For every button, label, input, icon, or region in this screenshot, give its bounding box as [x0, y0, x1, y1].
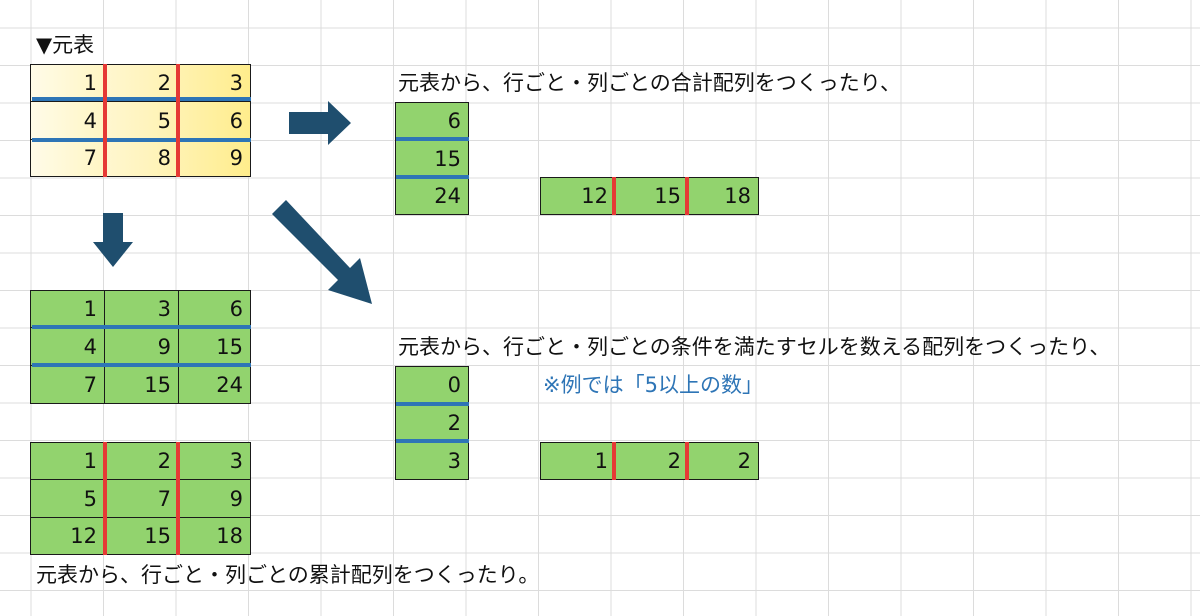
table-cell[interactable]: 1 — [540, 442, 616, 480]
column-separator-line — [685, 442, 689, 480]
row-separator-line — [396, 402, 469, 406]
count-condition-note: ※例では「5以上の数」 — [543, 373, 763, 397]
column-separator-line — [685, 177, 689, 215]
table-cell[interactable]: 7 — [30, 139, 105, 177]
count-array-caption: 元表から、行ごと・列ごとの条件を満たすセルを数える配列をつくったり、 — [398, 335, 1111, 359]
arrow-down-icon — [93, 213, 133, 267]
table-cell[interactable]: 6 — [178, 290, 251, 328]
table-cell[interactable]: 9 — [104, 327, 179, 366]
table-cell[interactable]: 2 — [395, 403, 469, 442]
table-cell[interactable]: 4 — [30, 101, 105, 140]
table-cell[interactable]: 3 — [178, 64, 251, 102]
table-cell[interactable]: 5 — [30, 479, 105, 518]
table-cell[interactable]: 2 — [104, 442, 179, 480]
table-cell[interactable]: 12 — [30, 517, 105, 555]
table-cell[interactable]: 2 — [615, 442, 689, 480]
table-cell[interactable]: 7 — [30, 365, 105, 404]
column-separator-line — [176, 442, 180, 555]
table-cell[interactable]: 2 — [688, 442, 759, 480]
table-cell[interactable]: 15 — [104, 365, 179, 404]
table-cell[interactable]: 1 — [30, 64, 105, 102]
cumulative-array-caption: 元表から、行ごと・列ごとの累計配列をつくったり。 — [36, 563, 540, 587]
row-separator-line — [32, 138, 251, 142]
source-table-title: ▼元表 — [36, 33, 95, 57]
table-cell[interactable]: 6 — [395, 102, 469, 140]
table-cell[interactable]: 5 — [104, 101, 179, 140]
row-separator-line — [32, 325, 251, 329]
table-cell[interactable]: 18 — [688, 177, 759, 215]
row-separator-line — [396, 175, 469, 179]
table-cell[interactable]: 6 — [178, 101, 251, 140]
table-cell[interactable]: 15 — [395, 139, 469, 178]
row-separator-line — [32, 363, 251, 367]
table-cell[interactable]: 24 — [395, 177, 469, 215]
table-cell[interactable]: 18 — [178, 517, 251, 555]
table-cell[interactable]: 3 — [395, 441, 469, 480]
table-cell[interactable]: 8 — [104, 139, 179, 177]
arrow-diagonal-icon — [272, 200, 372, 304]
table-cell[interactable]: 1 — [30, 442, 105, 480]
table-cell[interactable]: 12 — [540, 177, 616, 215]
column-separator-line — [103, 442, 107, 555]
table-cell[interactable]: 15 — [104, 517, 179, 555]
table-cell[interactable]: 3 — [104, 290, 179, 328]
column-separator-line — [103, 64, 107, 177]
table-cell[interactable]: 9 — [178, 479, 251, 518]
table-cell[interactable]: 24 — [178, 365, 251, 404]
column-separator-line — [612, 177, 616, 215]
table-cell[interactable]: 3 — [178, 442, 251, 480]
table-cell[interactable]: 15 — [615, 177, 689, 215]
row-separator-line — [396, 137, 469, 141]
table-cell[interactable]: 4 — [30, 327, 105, 366]
table-cell[interactable]: 7 — [104, 479, 179, 518]
table-cell[interactable]: 15 — [178, 327, 251, 366]
table-cell[interactable]: 9 — [178, 139, 251, 177]
column-separator-line — [176, 64, 180, 177]
table-cell[interactable]: 0 — [395, 366, 469, 404]
arrow-right-icon — [289, 101, 351, 145]
column-separator-line — [612, 442, 616, 480]
row-separator-line — [396, 439, 469, 443]
row-separator-line — [32, 97, 251, 101]
table-cell[interactable]: 1 — [30, 290, 105, 328]
sum-array-caption: 元表から、行ごと・列ごとの合計配列をつくったり、 — [398, 71, 901, 95]
